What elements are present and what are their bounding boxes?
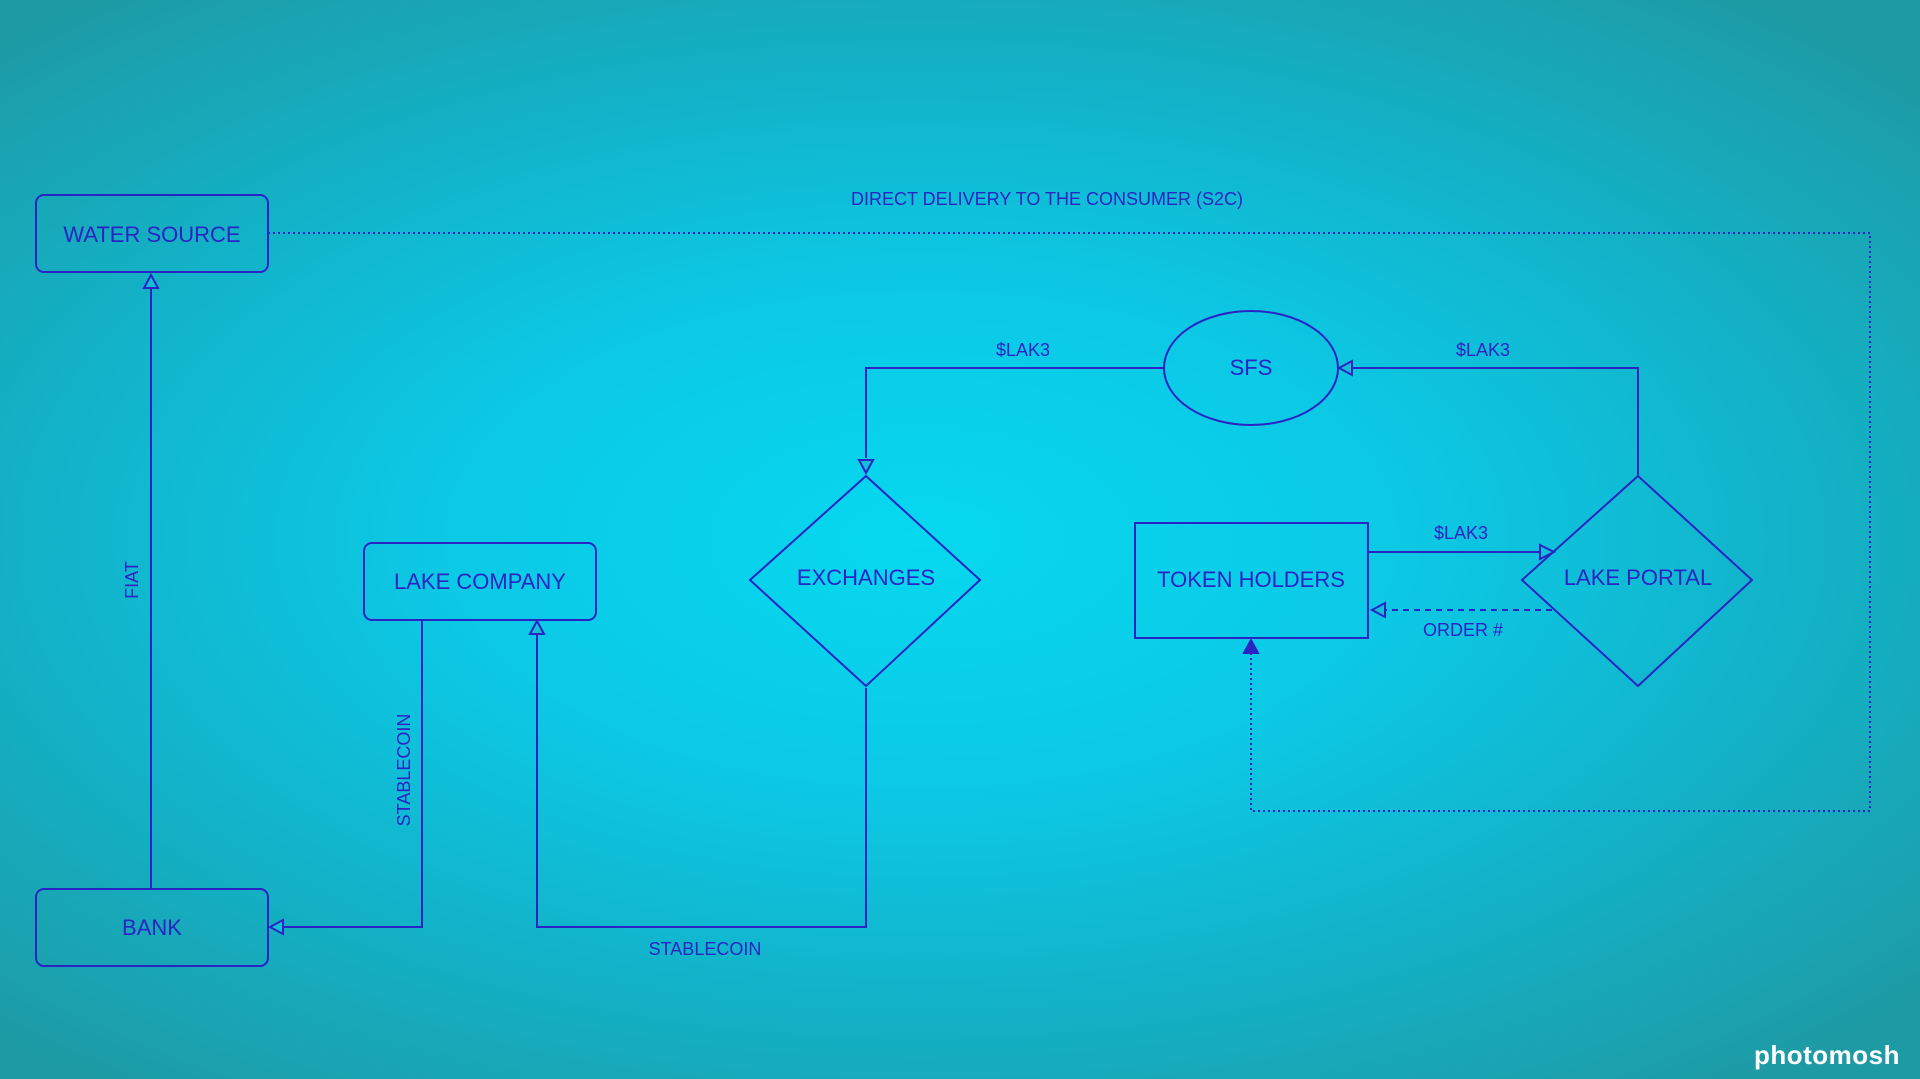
node-lake-company-label: LAKE COMPANY (394, 569, 566, 594)
node-token-holders: TOKEN HOLDERS (1134, 522, 1369, 639)
node-bank: BANK (35, 888, 269, 967)
edge-portal-holders-label: ORDER # (1423, 620, 1503, 640)
node-sfs-label: SFS (1230, 355, 1273, 380)
edge-fiat-arrowhead (142, 272, 160, 289)
edge-portal-holders-arrowhead (1369, 601, 1386, 619)
node-lake-portal: LAKE PORTAL (1520, 474, 1754, 688)
node-token-holders-label: TOKEN HOLDERS (1157, 567, 1345, 592)
edge-s2c-line (268, 232, 1871, 812)
edge-portal-sfs-label: $LAK3 (1456, 340, 1510, 360)
node-bank-label: BANK (122, 915, 182, 940)
edge-fiat-label: FIAT (122, 561, 142, 599)
edge-s2c-label: DIRECT DELIVERY TO THE CONSUMER (S2C) (851, 189, 1243, 209)
photomosh-watermark: photomosh (1753, 1040, 1900, 1070)
edge-portal-sfs-line (1352, 367, 1639, 475)
edge-exchanges-company-line (536, 634, 867, 928)
edge-s2c-arrowhead (1242, 637, 1260, 654)
edge-sfs-exchanges-label: $LAK3 (996, 340, 1050, 360)
edge-company-bank-arrowhead (267, 918, 284, 936)
edge-company-bank-label: STABLECOIN (394, 714, 414, 827)
node-exchanges-label: EXCHANGES (797, 565, 935, 590)
node-lake-portal-label: LAKE PORTAL (1564, 565, 1712, 590)
edge-exchanges-company-arrowhead (528, 618, 546, 635)
edge-sfs-exchanges-line (865, 367, 1164, 458)
node-water-source: WATER SOURCE (35, 194, 269, 273)
node-water-source-label: WATER SOURCE (63, 222, 240, 247)
node-exchanges: EXCHANGES (748, 474, 982, 688)
edge-holders-portal-arrowhead (1539, 543, 1557, 561)
edge-company-bank-line (280, 620, 423, 928)
edge-holders-portal-label: $LAK3 (1434, 523, 1488, 543)
edge-exchanges-company-label: STABLECOIN (649, 939, 762, 959)
edge-portal-sfs-arrowhead (1336, 359, 1353, 377)
node-lake-company: LAKE COMPANY (363, 542, 597, 621)
node-sfs: SFS (1163, 310, 1339, 426)
edge-sfs-exchanges-arrowhead (857, 459, 875, 476)
